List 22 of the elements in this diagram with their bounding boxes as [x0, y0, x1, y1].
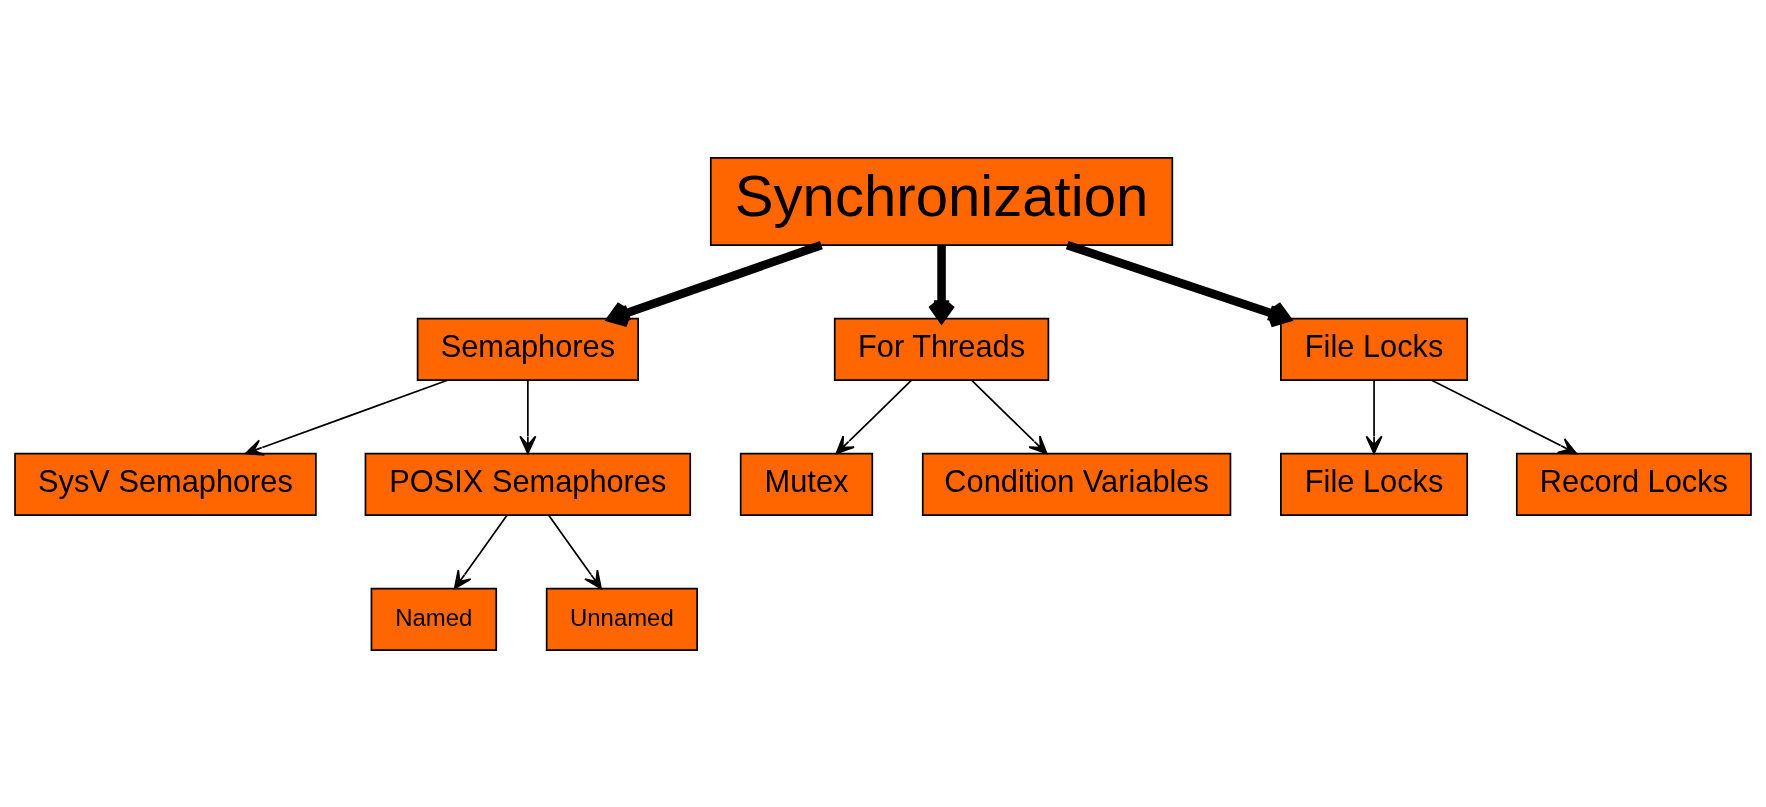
node-box: Synchronization [709, 156, 1174, 246]
arrow [1430, 378, 1578, 454]
node-box: Mutex [739, 452, 874, 516]
arrow [970, 378, 1048, 454]
arrow [607, 240, 823, 327]
arrow [1365, 378, 1383, 454]
node-box: POSIX Semaphores [364, 452, 692, 516]
node-box: Unnamed [545, 587, 698, 651]
node-box: Semaphores [416, 317, 639, 381]
arrow [1065, 240, 1291, 327]
node-box: File Locks [1280, 317, 1469, 381]
arrow [547, 513, 602, 589]
node-box: For Threads [833, 317, 1050, 381]
arrow [453, 513, 508, 589]
node-box: Named [370, 587, 498, 651]
arrow [519, 378, 537, 454]
node-box: SysV Semaphores [14, 452, 317, 516]
node-box: Condition Variables [921, 452, 1232, 516]
arrow [835, 378, 913, 454]
node-box: File Locks [1280, 452, 1469, 516]
arrow [244, 378, 449, 456]
node-box: Record Locks [1515, 452, 1752, 516]
